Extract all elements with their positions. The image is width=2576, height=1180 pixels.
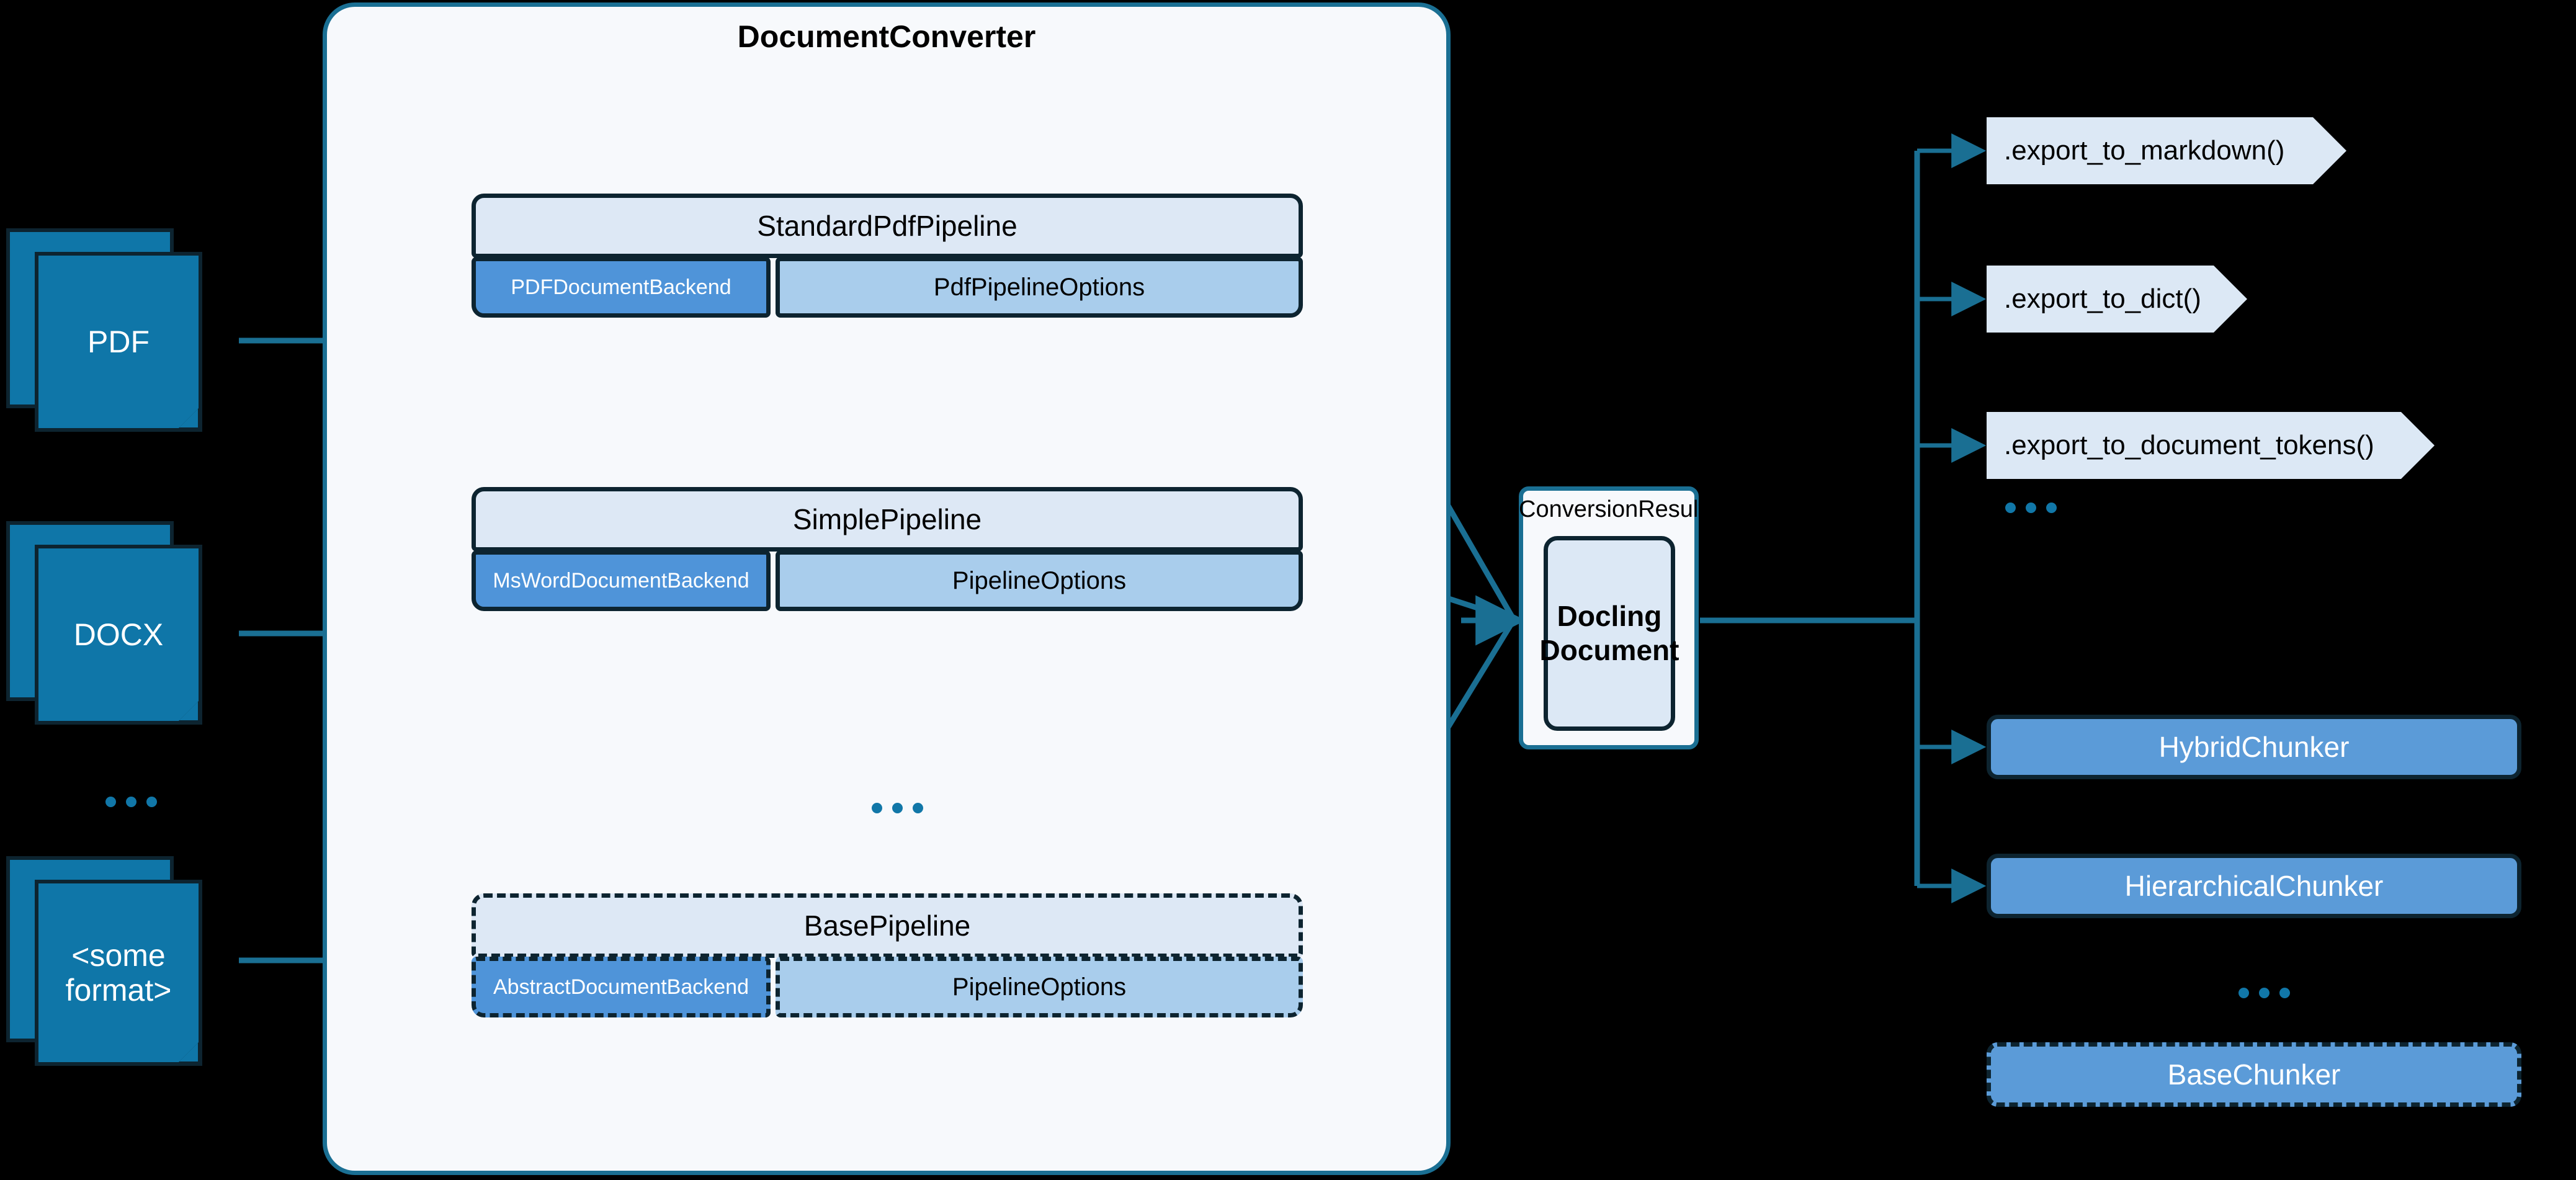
- file-front-sheet: PDF: [35, 252, 202, 432]
- chunker-label: HybridChunker: [2158, 731, 2350, 763]
- input-file-docx[interactable]: DOCX: [6, 521, 242, 732]
- pipeline-options[interactable]: PipelineOptions: [776, 550, 1303, 611]
- export-to-document-tokens-chevron[interactable]: .export_to_document_tokens(): [1987, 412, 2435, 479]
- page-fold-inner-icon: [179, 1043, 198, 1062]
- docling-document-line2: Document: [1539, 634, 1679, 666]
- input-file-label: PDF: [87, 324, 150, 359]
- export-label: .export_to_dict(): [2004, 284, 2201, 314]
- input-file-some-format[interactable]: <some format>: [6, 856, 242, 1079]
- chunker-base-chunker[interactable]: BaseChunker: [1987, 1042, 2521, 1107]
- exports-ellipsis: [2005, 503, 2057, 513]
- pipeline-backend[interactable]: PDFDocumentBackend: [472, 257, 771, 318]
- chunkers-ellipsis: [2238, 988, 2290, 998]
- pipeline-backend[interactable]: AbstractDocumentBackend: [472, 957, 771, 1017]
- docling-document-line1: Docling: [1557, 599, 1662, 632]
- input-file-pdf[interactable]: PDF: [6, 228, 242, 439]
- inputs-ellipsis: [105, 797, 157, 807]
- chunker-hierarchical-chunker[interactable]: HierarchicalChunker: [1987, 854, 2521, 918]
- page-fold-inner-icon: [179, 702, 198, 720]
- export-label: .export_to_markdown(): [2004, 135, 2285, 166]
- pipeline-options[interactable]: PipelineOptions: [776, 957, 1303, 1017]
- pipeline-parts: PDFDocumentBackend PdfPipelineOptions: [472, 257, 1303, 318]
- pipeline-parts: MsWordDocumentBackend PipelineOptions: [472, 550, 1303, 611]
- chunker-label: BaseChunker: [2167, 1058, 2341, 1091]
- pipeline-standard-pdf-pipeline[interactable]: StandardPdfPipeline PDFDocumentBackend P…: [472, 194, 1303, 318]
- converter-ellipsis: [872, 803, 923, 813]
- file-front-sheet: DOCX: [35, 545, 202, 725]
- input-file-label: DOCX: [73, 617, 164, 652]
- pipeline-options[interactable]: PdfPipelineOptions: [776, 257, 1303, 318]
- pipeline-title: SimplePipeline: [472, 487, 1303, 552]
- conversion-result-label: ConversionResult: [1519, 496, 1705, 522]
- pipeline-title: BasePipeline: [472, 893, 1303, 958]
- pipeline-base-pipeline[interactable]: BasePipeline AbstractDocumentBackend Pip…: [472, 893, 1303, 1017]
- pipeline-title: StandardPdfPipeline: [472, 194, 1303, 258]
- chunker-hybrid-chunker[interactable]: HybridChunker: [1987, 715, 2521, 779]
- docling-document-box[interactable]: Docling Document: [1540, 536, 1679, 731]
- export-to-dict-chevron[interactable]: .export_to_dict(): [1987, 266, 2247, 333]
- pipeline-simple-pipeline[interactable]: SimplePipeline MsWordDocumentBackend Pip…: [472, 487, 1303, 611]
- file-front-sheet: <some format>: [35, 880, 202, 1066]
- pipeline-backend[interactable]: MsWordDocumentBackend: [472, 550, 771, 611]
- document-converter-title: DocumentConverter: [737, 19, 1036, 54]
- export-label: .export_to_document_tokens(): [2004, 430, 2374, 460]
- chunker-label: HierarchicalChunker: [2124, 870, 2384, 902]
- input-file-label: <some format>: [65, 938, 172, 1008]
- page-fold-inner-icon: [179, 409, 198, 427]
- export-to-markdown-chevron[interactable]: .export_to_markdown(): [1987, 117, 2346, 184]
- pipeline-parts: AbstractDocumentBackend PipelineOptions: [472, 957, 1303, 1017]
